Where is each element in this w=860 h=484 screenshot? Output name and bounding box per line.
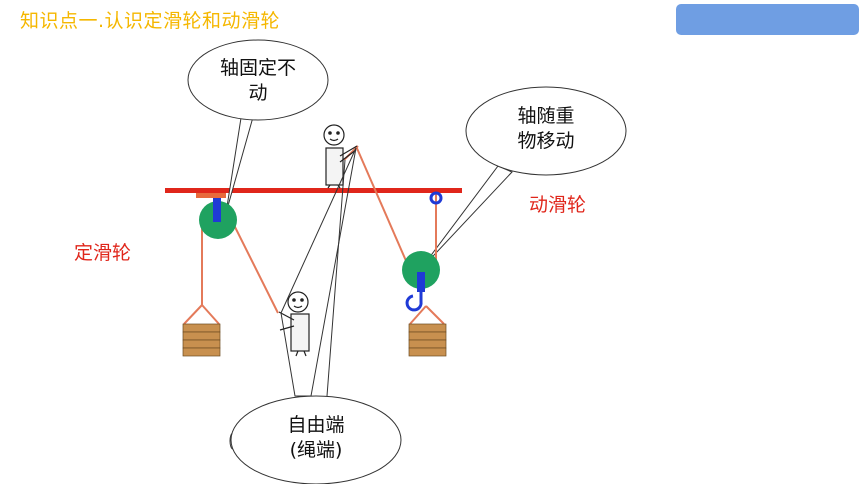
bubble-free-end-line1: 自由端	[287, 414, 345, 436]
weight-fixed	[182, 323, 221, 357]
bubble-free-end-text: 自由端 (绳端)	[256, 413, 376, 463]
person-top	[323, 124, 358, 189]
bubble-axle-moves-text: 轴随重 物移动	[486, 104, 606, 154]
fixed-pulley-mount	[196, 193, 226, 198]
fixed-pulley-axle	[213, 198, 221, 222]
fixed-pulley-label: 定滑轮	[74, 242, 132, 264]
rope-movable-left	[355, 145, 411, 271]
bubble-free-end	[229, 147, 402, 484]
top-right-button[interactable]	[676, 4, 859, 35]
movable-pulley	[402, 191, 443, 312]
rope-fixed-right	[231, 220, 279, 314]
person-bottom	[278, 291, 310, 357]
weight-movable	[408, 323, 447, 357]
fixed-pulley	[199, 198, 237, 239]
page-title: 知识点一.认识定滑轮和动滑轮	[20, 10, 281, 32]
bubble-free-end-line2: (绳端)	[289, 439, 343, 461]
bubble-axle-fixed-line2: 动	[248, 82, 268, 104]
hook-icon	[405, 292, 423, 312]
ceiling-beam	[165, 188, 462, 193]
movable-pulley-label: 动滑轮	[529, 194, 587, 216]
bubble-axle-fixed-text: 轴固定不 动	[198, 56, 318, 106]
movable-pulley-axle	[417, 272, 425, 292]
bubble-axle-fixed	[187, 39, 329, 214]
bubble-axle-moves	[419, 86, 627, 271]
bubble-axle-fixed-line1: 轴固定不	[219, 57, 296, 79]
bubble-axle-moves-line1: 轴随重	[517, 105, 575, 127]
ceiling-hook-ring	[429, 191, 443, 205]
bubble-axle-moves-line2: 物移动	[517, 130, 575, 152]
